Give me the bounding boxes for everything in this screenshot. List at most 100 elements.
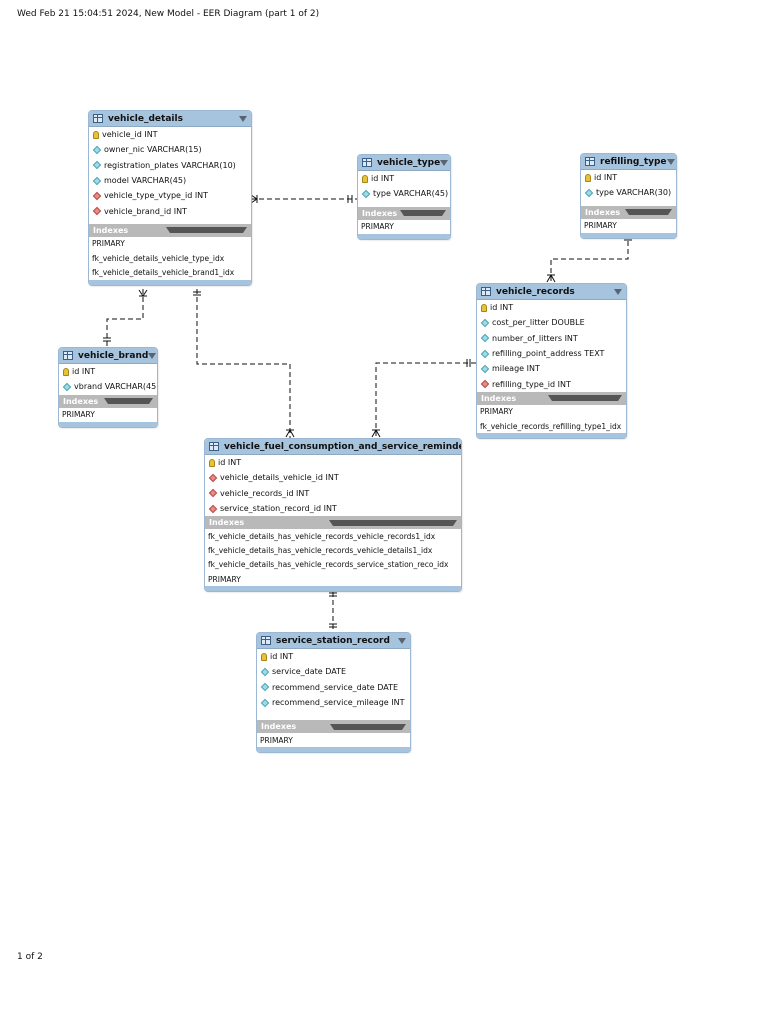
indexes-label: Indexes bbox=[585, 207, 621, 217]
column-icon bbox=[62, 382, 72, 392]
index-row[interactable]: PRIMARY bbox=[584, 221, 617, 231]
page-footer: 1 of 2 bbox=[17, 952, 43, 962]
rel-records-fuel bbox=[375, 362, 476, 438]
indexes-header[interactable]: Indexes bbox=[581, 205, 676, 219]
table-name: vehicle_details bbox=[108, 113, 183, 124]
index-row[interactable]: PRIMARY bbox=[361, 222, 394, 232]
collapse-caret-icon[interactable] bbox=[166, 227, 247, 234]
column-row[interactable]: id INT bbox=[477, 300, 626, 315]
index-row[interactable]: PRIMARY bbox=[62, 410, 95, 420]
table-name: vehicle_brand bbox=[78, 350, 149, 361]
column-row[interactable]: refilling_point_address TEXT bbox=[477, 346, 626, 361]
collapse-caret-icon[interactable] bbox=[398, 637, 406, 644]
indexes-header[interactable]: Indexes bbox=[257, 720, 410, 734]
column-row[interactable]: vehicle_details_vehicle_id INT bbox=[205, 470, 461, 485]
column-icon bbox=[92, 160, 102, 170]
column-row[interactable]: service_station_record_id INT bbox=[205, 501, 461, 516]
collapse-caret-icon[interactable] bbox=[666, 158, 675, 165]
collapse-caret-icon[interactable] bbox=[614, 288, 622, 295]
column-row[interactable]: id INT bbox=[205, 455, 461, 470]
indexes-header[interactable]: Indexes bbox=[59, 394, 157, 408]
table-header[interactable]: vehicle_brand bbox=[59, 348, 157, 364]
column-row[interactable]: id INT bbox=[358, 171, 450, 186]
table-footer bbox=[581, 232, 676, 238]
column-row[interactable]: vehicle_type_vtype_id INT bbox=[89, 188, 251, 203]
primary-key-icon bbox=[209, 458, 215, 467]
table-vehicle-brand[interactable]: vehicle_brand id INT vbrand VARCHAR(45) … bbox=[58, 347, 158, 428]
collapse-caret-icon[interactable] bbox=[329, 519, 457, 526]
index-row[interactable]: fk_vehicle_details_has_vehicle_records_v… bbox=[208, 531, 436, 541]
index-row[interactable]: fk_vehicle_details_vehicle_type_idx bbox=[92, 253, 225, 263]
column-row[interactable]: type VARCHAR(45) bbox=[358, 186, 450, 201]
table-icon bbox=[481, 287, 491, 296]
index-row[interactable]: fk_vehicle_records_refilling_type1_idx bbox=[480, 421, 622, 431]
column-row[interactable]: registration_plates VARCHAR(10) bbox=[89, 158, 251, 173]
index-row[interactable]: fk_vehicle_details_has_vehicle_records_s… bbox=[208, 560, 449, 570]
collapse-caret-icon[interactable] bbox=[239, 115, 247, 122]
column-row[interactable]: id INT bbox=[257, 649, 410, 664]
table-service-station-record[interactable]: service_station_record id INT service_da… bbox=[256, 632, 411, 754]
column-row[interactable]: number_of_litters INT bbox=[477, 331, 626, 346]
column-label: registration_plates VARCHAR(10) bbox=[104, 160, 236, 170]
column-label: mileage INT bbox=[492, 364, 540, 374]
indexes-header[interactable]: Indexes bbox=[358, 206, 450, 220]
index-row[interactable]: PRIMARY bbox=[92, 239, 125, 249]
index-row[interactable]: fk_vehicle_details_has_vehicle_records_v… bbox=[208, 546, 433, 556]
column-row[interactable]: owner_nic VARCHAR(15) bbox=[89, 142, 251, 157]
column-row[interactable]: mileage INT bbox=[477, 361, 626, 376]
table-header[interactable]: service_station_record bbox=[257, 633, 410, 649]
table-header[interactable]: vehicle_records bbox=[477, 284, 626, 300]
column-row[interactable]: id INT bbox=[59, 364, 157, 379]
table-icon bbox=[209, 442, 219, 451]
column-row[interactable]: vehicle_brand_id INT bbox=[89, 203, 251, 218]
column-icon bbox=[480, 333, 490, 343]
collapse-caret-icon[interactable] bbox=[104, 398, 153, 405]
column-row[interactable]: cost_per_litter DOUBLE bbox=[477, 315, 626, 330]
table-header[interactable]: vehicle_type bbox=[358, 155, 450, 171]
collapse-caret-icon[interactable] bbox=[148, 352, 157, 359]
rel-details-brand bbox=[106, 289, 144, 346]
column-row[interactable]: refilling_type_id INT bbox=[477, 376, 626, 391]
column-icon bbox=[92, 176, 102, 185]
table-vehicle-type[interactable]: vehicle_type id INT type VARCHAR(45) Ind… bbox=[357, 154, 451, 240]
collapse-caret-icon[interactable] bbox=[400, 210, 446, 217]
column-row[interactable]: vehicle_id INT bbox=[89, 127, 251, 142]
index-row[interactable]: PRIMARY bbox=[260, 735, 293, 745]
column-row[interactable]: id INT bbox=[581, 170, 676, 185]
index-row[interactable]: fk_vehicle_details_vehicle_brand1_idx bbox=[92, 268, 235, 278]
table-refilling-type[interactable]: refilling_type id INT type VARCHAR(30) I… bbox=[580, 153, 677, 239]
indexes-header[interactable]: Indexes bbox=[89, 223, 251, 237]
table-vehicle-details[interactable]: vehicle_details vehicle_id INT owner_nic… bbox=[88, 110, 252, 286]
column-icon bbox=[260, 667, 270, 677]
table-icon bbox=[63, 351, 73, 360]
foreign-key-icon bbox=[480, 379, 490, 389]
column-row[interactable]: type VARCHAR(30) bbox=[581, 185, 676, 200]
column-label: model VARCHAR(45) bbox=[104, 176, 187, 186]
column-row[interactable]: model VARCHAR(45) bbox=[89, 173, 251, 188]
column-row[interactable]: service_date DATE bbox=[257, 664, 410, 679]
indexes-header[interactable]: Indexes bbox=[205, 516, 461, 530]
indexes-header[interactable]: Indexes bbox=[477, 391, 626, 405]
column-row[interactable]: vbrand VARCHAR(45) bbox=[59, 379, 157, 394]
table-name: vehicle_fuel_consumption_and_service_rem… bbox=[224, 441, 462, 452]
column-row[interactable]: vehicle_records_id INT bbox=[205, 486, 461, 501]
table-header[interactable]: vehicle_details bbox=[89, 111, 251, 127]
table-vehicle-records[interactable]: vehicle_records id INT cost_per_litter D… bbox=[476, 283, 627, 440]
column-row[interactable]: recommend_service_date DATE bbox=[257, 680, 410, 695]
indexes-label: Indexes bbox=[362, 208, 398, 218]
collapse-caret-icon[interactable] bbox=[624, 209, 672, 216]
index-row[interactable]: PRIMARY bbox=[480, 407, 513, 417]
collapse-caret-icon[interactable] bbox=[547, 395, 622, 402]
column-label: number_of_litters INT bbox=[492, 333, 578, 343]
column-row[interactable]: recommend_service_mileage INT bbox=[257, 695, 410, 710]
table-header[interactable]: vehicle_fuel_consumption_and_service_rem… bbox=[205, 439, 461, 455]
column-icon bbox=[361, 189, 371, 199]
collapse-caret-icon[interactable] bbox=[329, 723, 406, 730]
foreign-key-icon bbox=[208, 473, 218, 483]
collapse-caret-icon[interactable] bbox=[440, 159, 449, 166]
table-header[interactable]: refilling_type bbox=[581, 154, 676, 170]
index-row[interactable]: PRIMARY bbox=[208, 574, 241, 584]
table-vehicle-fuel-consumption[interactable]: vehicle_fuel_consumption_and_service_rem… bbox=[204, 438, 462, 593]
table-icon bbox=[585, 157, 595, 166]
